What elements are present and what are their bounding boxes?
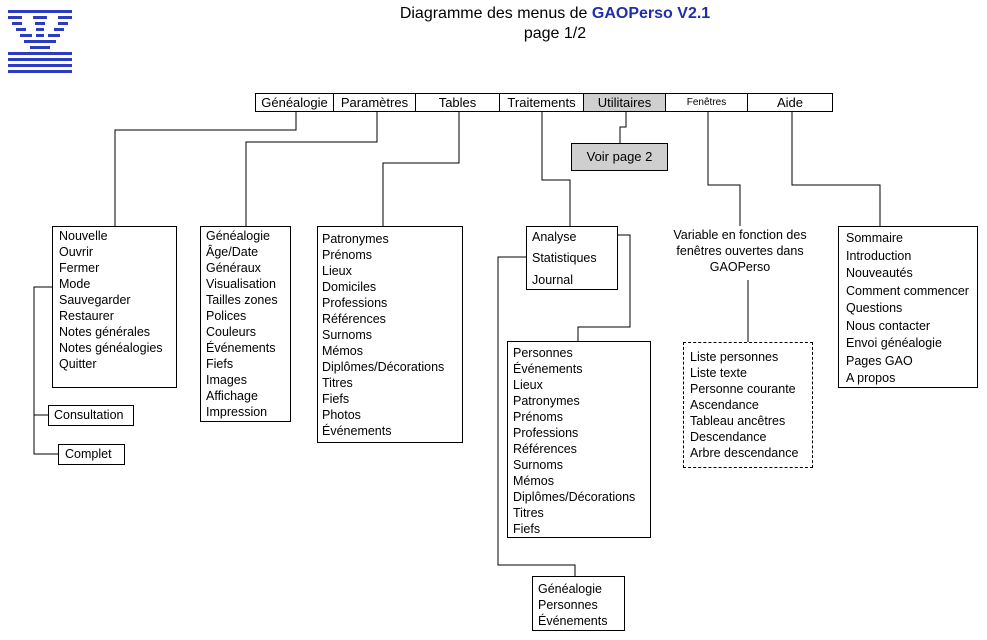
menu-option-surnoms[interactable]: Surnoms — [322, 328, 373, 342]
menu-option-memos[interactable]: Mémos — [322, 344, 363, 358]
aide-option-comment-commencer[interactable]: Comment commencer — [846, 283, 969, 298]
fenetres-note-line: GAOPerso — [709, 260, 771, 274]
menu-genealogie[interactable]: Généalogie — [256, 94, 334, 111]
analyse-option-personnes[interactable]: Personnes — [513, 346, 573, 360]
menu-option-titres[interactable]: Titres — [322, 376, 353, 390]
title-brand: GAOPerso V2.1 — [591, 5, 711, 22]
menu-option-nouvelle[interactable]: Nouvelle — [59, 229, 108, 243]
statistiques-submenu: Généalogie Personnes Événements — [532, 576, 625, 631]
menu-option-age-date[interactable]: Âge/Date — [206, 245, 259, 259]
menu-option-sauvegarder[interactable]: Sauvegarder — [59, 293, 131, 307]
menu-option-genealogie[interactable]: Généalogie — [206, 229, 270, 243]
fenetres-option-arbre-descendance[interactable]: Arbre descendance — [690, 446, 799, 460]
menu-option-quitter[interactable]: Quitter — [59, 357, 97, 371]
aide-option-questions[interactable]: Questions — [846, 301, 903, 315]
analyse-option-fiefs[interactable]: Fiefs — [513, 522, 541, 536]
analyse-submenu: Personnes Événements Lieux Patronymes Pr… — [507, 341, 651, 538]
aide-dropdown: Sommaire Introduction Nouveautés Comment… — [838, 226, 978, 388]
analyse-option-surnoms[interactable]: Surnoms — [513, 458, 564, 472]
menu-option-impression[interactable]: Impression — [206, 405, 268, 419]
traitements-dropdown: Analyse Statistiques Journal — [526, 226, 618, 290]
mode-option-complet[interactable]: Complet — [58, 444, 125, 465]
menu-parametres[interactable]: Paramètres — [334, 94, 416, 111]
menu-option-patronymes[interactable]: Patronymes — [322, 232, 389, 246]
analyse-option-diplomes-decorations[interactable]: Diplômes/Décorations — [513, 490, 636, 504]
menu-option-prenoms[interactable]: Prénoms — [322, 248, 373, 262]
analyse-option-evenements[interactable]: Événements — [513, 362, 583, 376]
menu-option-domiciles[interactable]: Domiciles — [322, 280, 377, 294]
menu-traitements[interactable]: Traitements — [500, 94, 584, 111]
menu-option-analyse[interactable]: Analyse — [532, 230, 577, 244]
menu-option-professions[interactable]: Professions — [322, 296, 388, 310]
analyse-option-patronymes[interactable]: Patronymes — [513, 394, 580, 408]
fenetres-option-liste-texte[interactable]: Liste texte — [690, 366, 747, 380]
menu-option-photos[interactable]: Photos — [322, 408, 361, 422]
analyse-option-references[interactable]: Références — [513, 442, 577, 456]
aide-option-introduction[interactable]: Introduction — [846, 248, 912, 263]
menu-option-fiefs[interactable]: Fiefs — [206, 357, 234, 371]
mode-option-consultation[interactable]: Consultation — [48, 405, 134, 426]
analyse-option-lieux[interactable]: Lieux — [513, 378, 543, 392]
menu-option-generaux[interactable]: Généraux — [206, 261, 261, 275]
aide-option-nouveautes[interactable]: Nouveautés — [846, 266, 913, 280]
menu-bar: Généalogie Paramètres Tables Traitements… — [255, 93, 833, 112]
menu-option-evenements[interactable]: Événements — [206, 341, 276, 355]
fenetres-option-liste-personnes[interactable]: Liste personnes — [690, 350, 779, 364]
aide-option-sommaire[interactable]: Sommaire — [846, 231, 903, 245]
page-subtitle: page 1/2 — [523, 25, 587, 42]
aide-option-envoi-genealogie[interactable]: Envoi généalogie — [846, 336, 942, 350]
menu-option-lieux[interactable]: Lieux — [322, 264, 352, 278]
menu-option-notes-genealogies[interactable]: Notes généalogies — [59, 341, 163, 355]
fenetres-option-descendance[interactable]: Descendance — [690, 430, 767, 444]
analyse-option-titres[interactable]: Titres — [513, 506, 544, 520]
tables-dropdown: Patronymes Prénoms Lieux Domiciles Profe… — [317, 226, 463, 443]
fenetres-dropdown: Liste personnes Liste texte Personne cou… — [683, 342, 813, 468]
statistiques-option-evenements[interactable]: Événements — [538, 614, 608, 628]
fenetres-option-tableau-ancetres[interactable]: Tableau ancêtres — [690, 414, 786, 428]
menu-option-references[interactable]: Références — [322, 312, 386, 326]
menu-fenetres[interactable]: Fenêtres — [666, 94, 748, 111]
aide-option-pages-gao[interactable]: Pages GAO — [846, 353, 913, 368]
menu-option-notes-generales[interactable]: Notes générales — [59, 325, 151, 339]
menu-option-ouvrir[interactable]: Ouvrir — [59, 245, 94, 259]
menu-option-fiefs[interactable]: Fiefs — [322, 392, 350, 406]
menu-option-diplomes-decorations[interactable]: Diplômes/Décorations — [322, 360, 445, 374]
analyse-option-memos[interactable]: Mémos — [513, 474, 554, 488]
fenetres-option-personne-courante[interactable]: Personne courante — [690, 382, 796, 396]
fenetres-note-line: fenêtres ouvertes dans — [676, 244, 804, 258]
statistiques-option-genealogie[interactable]: Généalogie — [538, 582, 602, 596]
fenetres-note: Variable en fonction des fenêtres ouvert… — [660, 227, 820, 275]
menu-option-evenements[interactable]: Événements — [322, 424, 392, 438]
menu-option-couleurs[interactable]: Couleurs — [206, 325, 257, 339]
gao-logo-icon — [8, 10, 72, 73]
fenetres-note-line: Variable en fonction des — [673, 228, 807, 242]
fenetres-option-ascendance[interactable]: Ascendance — [690, 398, 759, 412]
menu-option-visualisation[interactable]: Visualisation — [206, 277, 276, 291]
aide-option-nous-contacter[interactable]: Nous contacter — [846, 318, 931, 333]
analyse-option-professions[interactable]: Professions — [513, 426, 579, 440]
statistiques-option-personnes[interactable]: Personnes — [538, 598, 598, 612]
menu-option-fermer[interactable]: Fermer — [59, 261, 100, 275]
menu-option-affichage[interactable]: Affichage — [206, 389, 258, 403]
menu-option-mode[interactable]: Mode — [59, 277, 91, 291]
menu-option-journal[interactable]: Journal — [532, 273, 573, 287]
genealogie-dropdown: Nouvelle Ouvrir Fermer Mode Sauvegarder … — [52, 226, 177, 388]
menu-tables[interactable]: Tables — [416, 94, 500, 111]
menu-option-polices[interactable]: Polices — [206, 309, 247, 323]
menu-option-statistiques[interactable]: Statistiques — [532, 251, 597, 265]
menu-option-tailles-zones[interactable]: Tailles zones — [206, 293, 278, 307]
aide-option-a-propos[interactable]: A propos — [846, 371, 896, 385]
parametres-dropdown: Généalogie Âge/Date Généraux Visualisati… — [200, 226, 291, 422]
menu-option-restaurer[interactable]: Restaurer — [59, 309, 114, 323]
title-prefix: Diagramme des menus de — [399, 5, 588, 22]
menu-option-images[interactable]: Images — [206, 373, 247, 387]
page-title: Diagramme des menus de GAOPerso V2.1 pag… — [330, 4, 780, 44]
menu-aide[interactable]: Aide — [776, 95, 804, 110]
analyse-option-prenoms[interactable]: Prénoms — [513, 410, 564, 424]
menu-utilitaires[interactable]: Utilitaires — [584, 94, 666, 111]
voir-page-2-box[interactable]: Voir page 2 — [571, 143, 668, 171]
